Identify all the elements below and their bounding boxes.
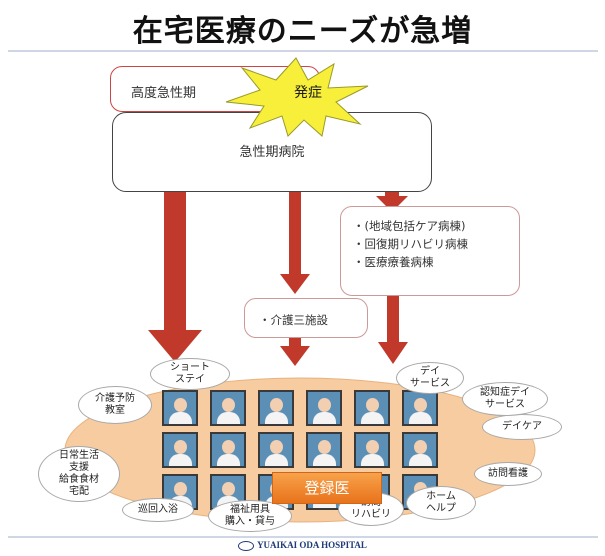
bath-visit-bubble: 巡回入浴: [122, 498, 194, 522]
community-item: ・(地域包括ケア病棟): [353, 219, 466, 233]
day-care-bubble: デイケア: [482, 414, 562, 440]
arrow-care-facilities-to-area: [280, 338, 310, 366]
registered-doctor-label: 登録医: [272, 472, 382, 504]
onset-label: 発症: [294, 85, 322, 101]
staff-tile: [210, 390, 246, 426]
acute-hospital-label: 急性期病院: [239, 145, 305, 160]
daily-support-bubble: 日常生活 支援 給食食材 宅配: [38, 446, 120, 502]
onset-burst: [225, 57, 369, 137]
community-item: ・回復期リハビリ病棟: [353, 237, 468, 251]
arrow-community-wards-to-area: [378, 296, 408, 364]
advanced-acute-label: 高度急性期: [131, 86, 197, 101]
staff-tile: [354, 432, 390, 468]
welfare-equipment-bubble: 福祉用具 購入・貸与: [208, 500, 292, 532]
staff-tile: [258, 390, 294, 426]
care-facilities-label: ・介護三施設: [259, 313, 328, 327]
staff-tile: [354, 390, 390, 426]
arrow-acute-to-short-stay: [148, 192, 202, 362]
footer-divider: [8, 536, 598, 538]
community-wards-box: ・(地域包括ケア病棟) ・回復期リハビリ病棟 ・医療療養病棟: [340, 206, 520, 296]
arrow-acute-to-care-facilities: [280, 192, 310, 294]
staff-tile: [210, 432, 246, 468]
footer: YUAIKAI ODA HOSPITAL: [0, 540, 605, 551]
title-divider: [8, 50, 598, 52]
care-facilities-box: ・介護三施設: [244, 298, 368, 338]
staff-tile: [162, 390, 198, 426]
staff-tile: [402, 432, 438, 468]
community-item: ・医療療養病棟: [353, 255, 434, 269]
staff-tile: [162, 432, 198, 468]
page-title: 在宅医療のニーズが急増: [132, 14, 473, 49]
prevention-class-bubble: 介護予防 教室: [78, 386, 152, 424]
home-help-bubble: ホーム ヘルプ: [406, 486, 476, 520]
short-stay-bubble: ショート ステイ: [150, 358, 230, 390]
dementia-day-bubble: 認知症デイ サービス: [462, 382, 548, 416]
staff-tile: [402, 390, 438, 426]
staff-tile: [258, 432, 294, 468]
staff-tile: [306, 390, 342, 426]
day-service-bubble: デイ サービス: [396, 362, 464, 394]
arrow-acute-to-community-wards: [376, 192, 408, 212]
acute-hospital-box: 急性期病院: [112, 112, 432, 192]
footer-text: YUAIKAI ODA HOSPITAL: [257, 540, 367, 550]
hospital-logo-icon: [238, 540, 255, 551]
visit-nursing-bubble: 訪問看護: [474, 462, 542, 486]
staff-tile: [306, 432, 342, 468]
